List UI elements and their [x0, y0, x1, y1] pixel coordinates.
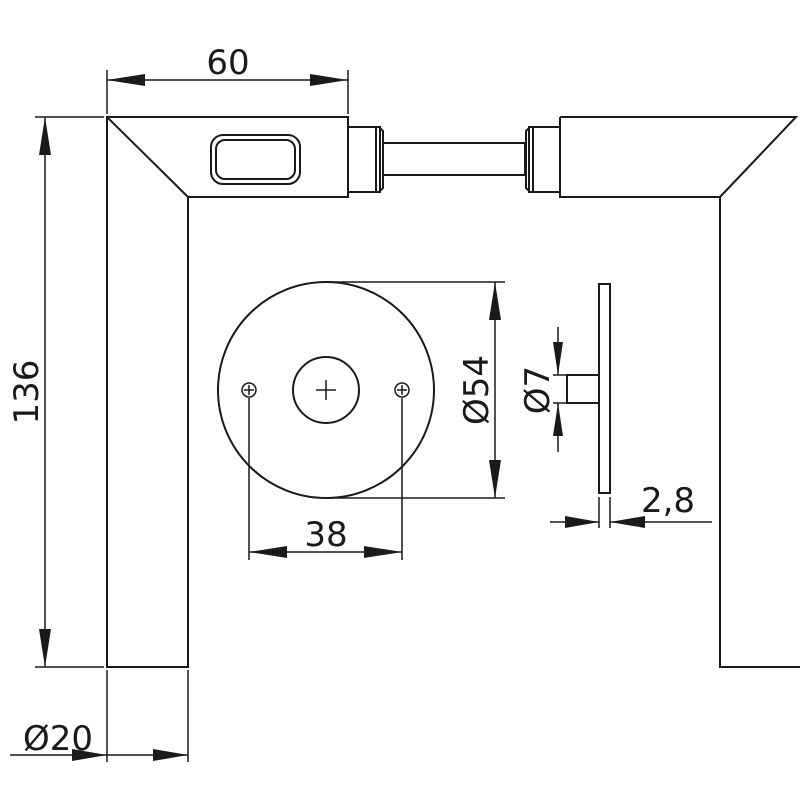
- dim-label-stem-diameter: Ø7: [518, 366, 558, 414]
- spindle-assembly: [347, 126, 561, 193]
- rose-side-view: [566, 283, 611, 494]
- dim-label-length: 60: [206, 43, 249, 83]
- dim-label-rose-thickness: 2,8: [641, 481, 695, 521]
- dimension-lines: [10, 70, 712, 762]
- dim-label-screw-spacing: 38: [304, 515, 347, 555]
- dim-label-handle-diameter: Ø20: [23, 719, 93, 759]
- right-lever-handle: [559, 116, 800, 668]
- dim-label-height: 136: [7, 360, 47, 425]
- dim-label-rose-diameter: Ø54: [457, 355, 497, 425]
- left-lever-handle: [106, 116, 349, 668]
